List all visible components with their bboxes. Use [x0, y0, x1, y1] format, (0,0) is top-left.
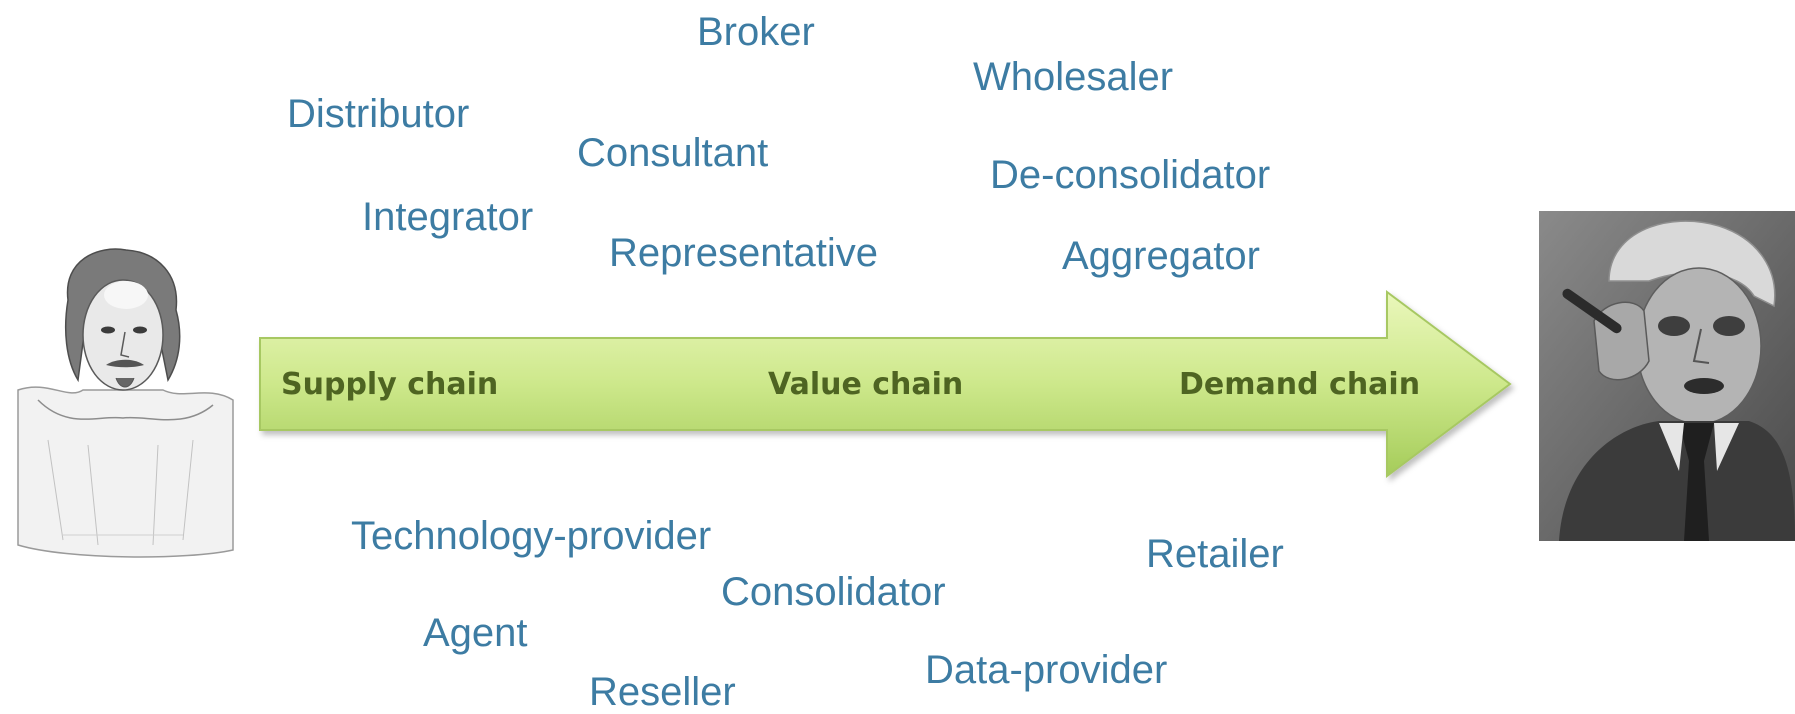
role-reseller: Reseller — [589, 670, 736, 714]
role-representative: Representative — [609, 231, 879, 275]
role-integrator: Integrator — [362, 195, 534, 239]
value-chain-label: Value chain — [768, 367, 964, 402]
role-data-provider: Data-provider — [925, 648, 1168, 692]
role-consolidator: Consolidator — [721, 570, 946, 614]
role-distributor: Distributor — [287, 92, 470, 136]
role-wholesaler: Wholesaler — [973, 55, 1174, 99]
left-portrait-image — [8, 240, 238, 570]
role-de-consolidator: De-consolidator — [990, 153, 1271, 197]
role-retailer: Retailer — [1146, 532, 1284, 576]
supply-chain-label: Supply chain — [281, 367, 499, 402]
role-agent: Agent — [423, 611, 528, 655]
demand-chain-label: Demand chain — [1179, 367, 1421, 402]
role-broker: Broker — [697, 10, 815, 54]
role-consultant: Consultant — [577, 131, 769, 175]
right-portrait-image — [1539, 211, 1795, 541]
arrow-shape — [259, 290, 1512, 478]
role-technology-provider: Technology-provider — [351, 514, 712, 558]
role-aggregator: Aggregator — [1062, 234, 1260, 278]
